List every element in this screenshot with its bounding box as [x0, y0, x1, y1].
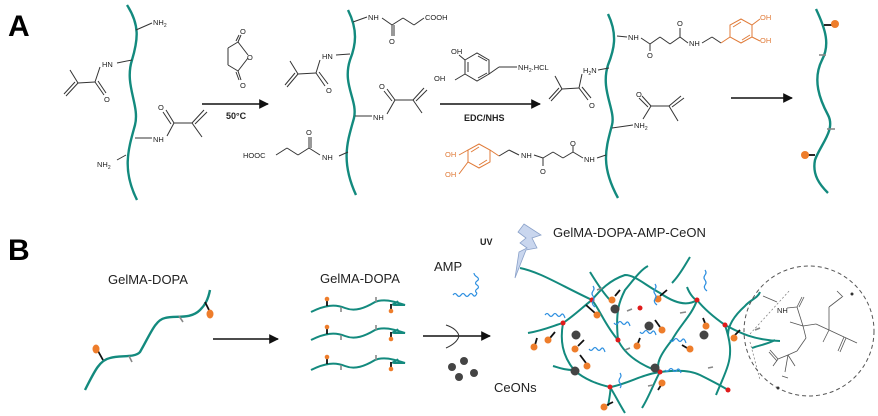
hn-label: HN [102, 60, 113, 69]
o-label: O [570, 139, 576, 148]
o-label: O [326, 86, 332, 95]
gelma-succinylated-molecule: NH O COOH HN O NH O [243, 9, 448, 196]
o-label: O [636, 90, 642, 99]
amp-peptide-icon [452, 272, 480, 298]
nh-label: NH [628, 33, 639, 42]
gelma-dopa-schematic [801, 8, 839, 194]
o-label: O [389, 37, 395, 46]
panel-label-a: A [8, 10, 30, 43]
o-label: O [379, 82, 385, 91]
oh-label: OH [760, 36, 771, 45]
o-label: O [540, 167, 546, 176]
succinic-anhydride-structure: O O O [227, 27, 253, 90]
catechol-orange-bottom: OH OH [445, 143, 491, 179]
aligned-chain [310, 324, 406, 342]
h2n-label: H2N [583, 66, 597, 77]
panel-a: A NH2 HN O NH O [8, 4, 839, 201]
aligned-chain [310, 296, 406, 314]
methacrylate-ticks [596, 287, 761, 387]
uv-lightning-icon [514, 223, 542, 279]
oh-label: OH [451, 47, 462, 56]
gelatin-backbone-1 [125, 4, 139, 201]
ceons-in-network [570, 304, 709, 376]
schematic-chain [813, 8, 832, 194]
hooc-label: HOOC [243, 151, 266, 160]
nh2-bottom-label: NH2 [97, 160, 111, 171]
nh-label: NH [777, 306, 788, 315]
oh-label: OH [760, 13, 771, 22]
crosslink-point [722, 322, 728, 328]
crosslink-point [615, 337, 621, 343]
carbonyl-o-label: O [240, 81, 246, 90]
o-label: O [158, 103, 164, 112]
nh2-top-label: NH2 [153, 18, 167, 29]
gelatin-backbone-2 [345, 9, 358, 196]
dopa-group-dot [206, 309, 214, 319]
amp-label: AMP [434, 259, 462, 274]
nh-label: NH [689, 39, 700, 48]
gelma-dopa-label-1: GelMA-DOPA [108, 272, 188, 287]
cooh-label: COOH [425, 13, 448, 22]
nh-label: NH [584, 155, 595, 164]
aligned-chain [310, 354, 406, 372]
merge-arrow [423, 324, 491, 349]
nh-label: NH [521, 151, 532, 160]
panel-label-b: B [8, 234, 30, 267]
crosslink-point [607, 384, 613, 390]
amp-in-network [544, 269, 708, 389]
ring-o-label: O [247, 53, 253, 62]
ceon-nanoparticles-icon [448, 357, 478, 381]
single-chain [83, 289, 212, 391]
nh-label: NH [373, 113, 384, 122]
o-label: O [647, 51, 653, 60]
gelma-molecule: NH2 HN O NH O NH2 [63, 4, 208, 201]
gelma-dopa-single-chain [83, 289, 214, 391]
dopa-group-dot [831, 20, 839, 28]
nh-label: NH [153, 135, 164, 144]
dopa-group-dot [92, 344, 100, 354]
nh-label: NH [368, 13, 379, 22]
gelma-dopa-molecule: NH O O NH OH OH H [445, 13, 771, 199]
hydrogel-network [519, 256, 781, 414]
catechol-orange-top: OH OH [729, 13, 771, 45]
nh2-label: NH2 [634, 121, 648, 132]
hn-label: HN [322, 52, 333, 61]
o-label: O [104, 95, 110, 104]
magnifier-circle [743, 265, 875, 397]
carbonyl-o-label: O [240, 27, 246, 36]
crosslink-point [637, 305, 643, 311]
crosslink-point [725, 387, 731, 393]
nh2-hcl-label: NH2.HCL [518, 63, 549, 74]
reaction-step-1: O O O 50°C [202, 27, 269, 121]
o-label: O [589, 101, 595, 110]
gelma-dopa-aligned-chains [310, 296, 406, 372]
o-label: O [306, 128, 312, 137]
uv-label: UV [480, 237, 493, 247]
gelma-dopa-label-2: GelMA-DOPA [320, 271, 400, 286]
reaction-step-2: OH OH NH2.HCL EDC/NHS [434, 47, 549, 123]
dopa-group-dot [801, 151, 809, 159]
nh-label: NH [322, 153, 333, 162]
crosslink-point [560, 320, 566, 326]
dopamine-hcl-structure: OH OH NH2.HCL [434, 47, 549, 83]
ceons-label: CeONs [494, 380, 537, 395]
crosslink-point [694, 297, 700, 303]
oh-label: OH [445, 150, 456, 159]
o-label: O [677, 19, 683, 28]
product-label: GelMA-DOPA-AMP-CeON [553, 225, 706, 240]
dopa-pendants [530, 289, 741, 411]
condition-edc-nhs: EDC/NHS [464, 113, 505, 123]
oh-label: OH [445, 170, 456, 179]
crosslink-point [657, 369, 663, 375]
gelatin-backbone-3 [604, 13, 620, 199]
oh-label: OH [434, 74, 445, 83]
condition-temperature: 50°C [226, 111, 247, 121]
magnified-crosslink-structure: NH [743, 265, 875, 397]
panel-b: B GelMA-DOPA GelMA-DOPA [8, 223, 875, 414]
